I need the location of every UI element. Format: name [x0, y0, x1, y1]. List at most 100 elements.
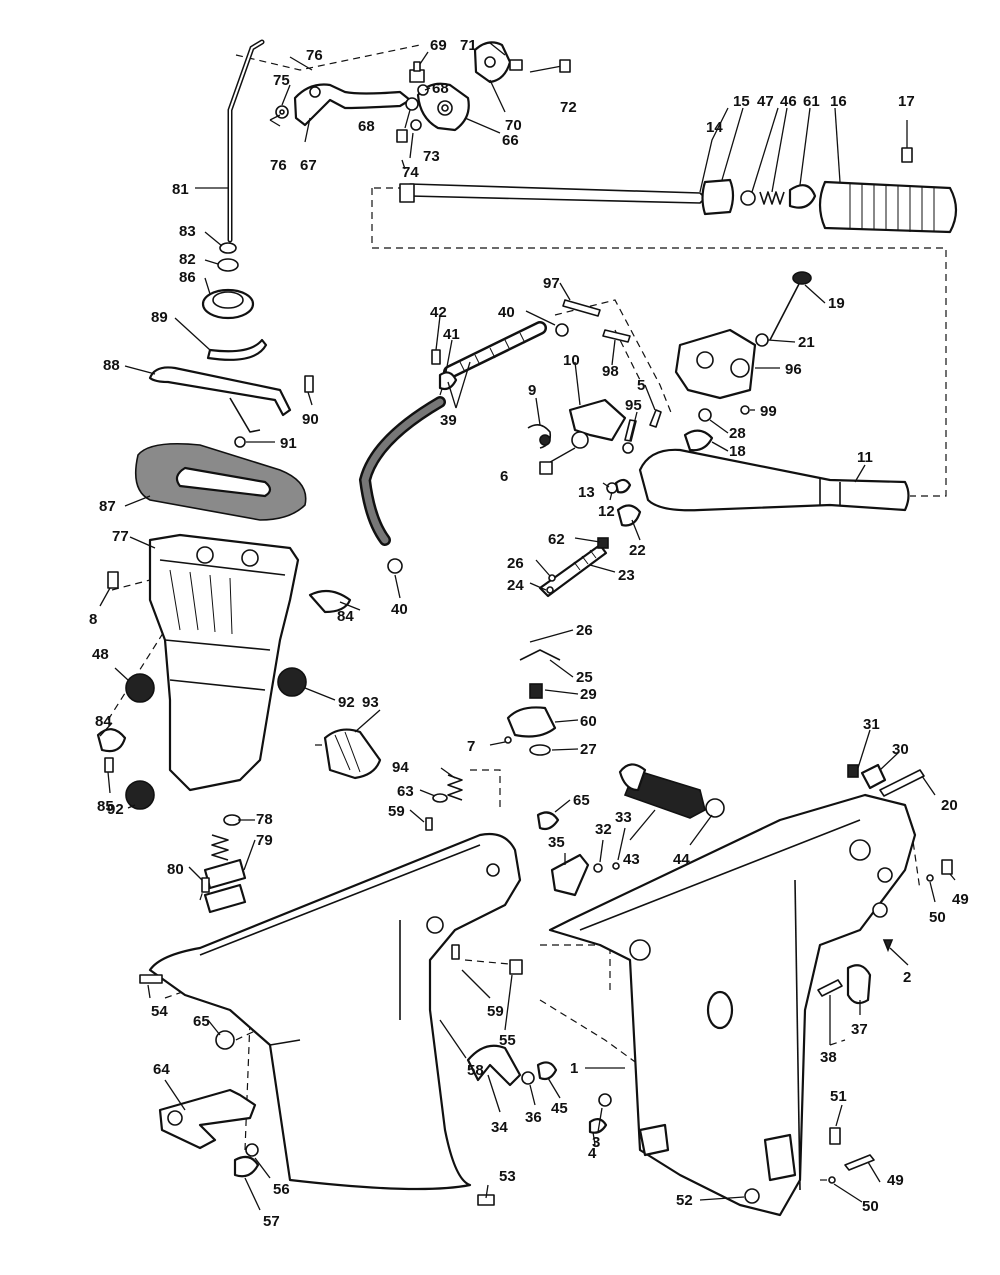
label-37: 37	[851, 1021, 868, 1038]
label-32: 32	[595, 821, 612, 838]
label-64: 64	[153, 1061, 170, 1078]
label-62: 62	[548, 531, 565, 548]
label-34: 34	[491, 1119, 508, 1136]
clip-25	[519, 649, 561, 661]
nut-91	[234, 436, 246, 448]
label-70: 70	[505, 117, 522, 134]
label-73: 73	[423, 148, 440, 165]
label-93: 93	[362, 694, 379, 711]
bushing-65-mid	[536, 811, 560, 831]
stud-29	[529, 683, 543, 699]
screw-85	[104, 757, 114, 773]
washer-83	[219, 242, 237, 254]
label-65b: 65	[573, 792, 590, 809]
label-84b: 84	[95, 713, 112, 730]
label-35: 35	[548, 834, 565, 851]
label-1: 1	[570, 1060, 578, 1077]
label-98: 98	[602, 363, 619, 380]
label-49a: 49	[952, 891, 969, 908]
screw-59-left	[451, 944, 460, 960]
label-76b: 76	[270, 157, 287, 174]
label-86: 86	[179, 269, 196, 286]
bracket-60	[506, 706, 557, 738]
stop-button-19	[769, 271, 812, 341]
stop-37	[846, 964, 872, 1005]
label-2: 2	[903, 969, 911, 986]
mount-92-right	[277, 667, 307, 697]
label-72: 72	[560, 99, 577, 116]
label-26b: 26	[576, 622, 593, 639]
label-23: 23	[618, 567, 635, 584]
label-91: 91	[280, 435, 297, 452]
label-76a: 76	[306, 47, 323, 64]
clamp-44	[705, 798, 725, 818]
label-14: 14	[706, 119, 723, 136]
label-50b: 50	[862, 1198, 879, 1215]
nut-21	[755, 333, 769, 347]
part-number-labels: 1 2 3 4 5 6 7 8 9 10 11 12 13 14 15 16 1…	[89, 37, 969, 1230]
mount-92-left	[125, 780, 155, 810]
bolt-49-50-upper	[926, 859, 953, 882]
label-87: 87	[99, 498, 116, 515]
strap-88	[148, 366, 292, 433]
washer-82	[217, 258, 239, 272]
label-45: 45	[551, 1100, 568, 1117]
tiller-bracket-96	[674, 328, 757, 400]
shift-lever-link	[293, 83, 412, 127]
bushing-65-left	[215, 1030, 235, 1050]
label-43: 43	[623, 851, 640, 868]
connector-41-42	[431, 349, 458, 391]
screw-6	[539, 447, 576, 475]
label-44: 44	[673, 851, 690, 868]
bolt-51	[829, 1127, 841, 1145]
spring-46	[759, 191, 785, 205]
leader-lines	[99, 42, 956, 1211]
grip-16	[818, 180, 958, 234]
washer-68	[405, 84, 429, 111]
label-81: 81	[172, 181, 189, 198]
exhaust-housing-77	[148, 533, 300, 792]
spring-94	[447, 774, 463, 801]
bushing-86	[201, 288, 255, 320]
screw-7	[504, 736, 512, 744]
screw-72	[529, 59, 571, 73]
label-85: 85	[97, 798, 114, 815]
label-77: 77	[112, 528, 129, 545]
screw-17	[901, 120, 913, 163]
pin-69	[409, 61, 425, 83]
label-92a: 92	[338, 694, 355, 711]
label-30: 30	[892, 741, 909, 758]
shift-rod-bracket	[416, 82, 470, 132]
label-17: 17	[898, 93, 915, 110]
friction-screw-62-23	[538, 537, 609, 598]
mount-48	[125, 673, 155, 703]
label-60: 60	[580, 713, 597, 730]
label-90: 90	[302, 411, 319, 428]
label-53: 53	[499, 1168, 516, 1185]
nut-52	[744, 1188, 760, 1204]
washer-56	[245, 1143, 259, 1157]
label-26a: 26	[507, 555, 524, 572]
label-65a: 65	[193, 1013, 210, 1030]
label-74: 74	[402, 164, 419, 181]
plates-79	[203, 858, 247, 914]
label-58: 58	[467, 1062, 484, 1079]
fuel-hose-39	[443, 321, 547, 379]
label-12: 12	[598, 503, 615, 520]
reverse-lock-34-36-45	[466, 1044, 558, 1087]
screw-59-mid	[425, 817, 433, 831]
label-67: 67	[300, 157, 317, 174]
water-tube-93	[323, 728, 382, 780]
label-56: 56	[273, 1181, 290, 1198]
label-15: 15	[733, 93, 750, 110]
shift-lever-connector	[473, 41, 523, 84]
label-94: 94	[392, 759, 409, 776]
cotter-76	[269, 119, 281, 127]
label-49b: 49	[887, 1172, 904, 1189]
washer-99	[740, 405, 750, 415]
boot-43	[618, 763, 706, 819]
label-25: 25	[576, 669, 593, 686]
knob-61	[788, 184, 817, 209]
label-57: 57	[263, 1213, 280, 1230]
bolt-54	[139, 974, 163, 984]
